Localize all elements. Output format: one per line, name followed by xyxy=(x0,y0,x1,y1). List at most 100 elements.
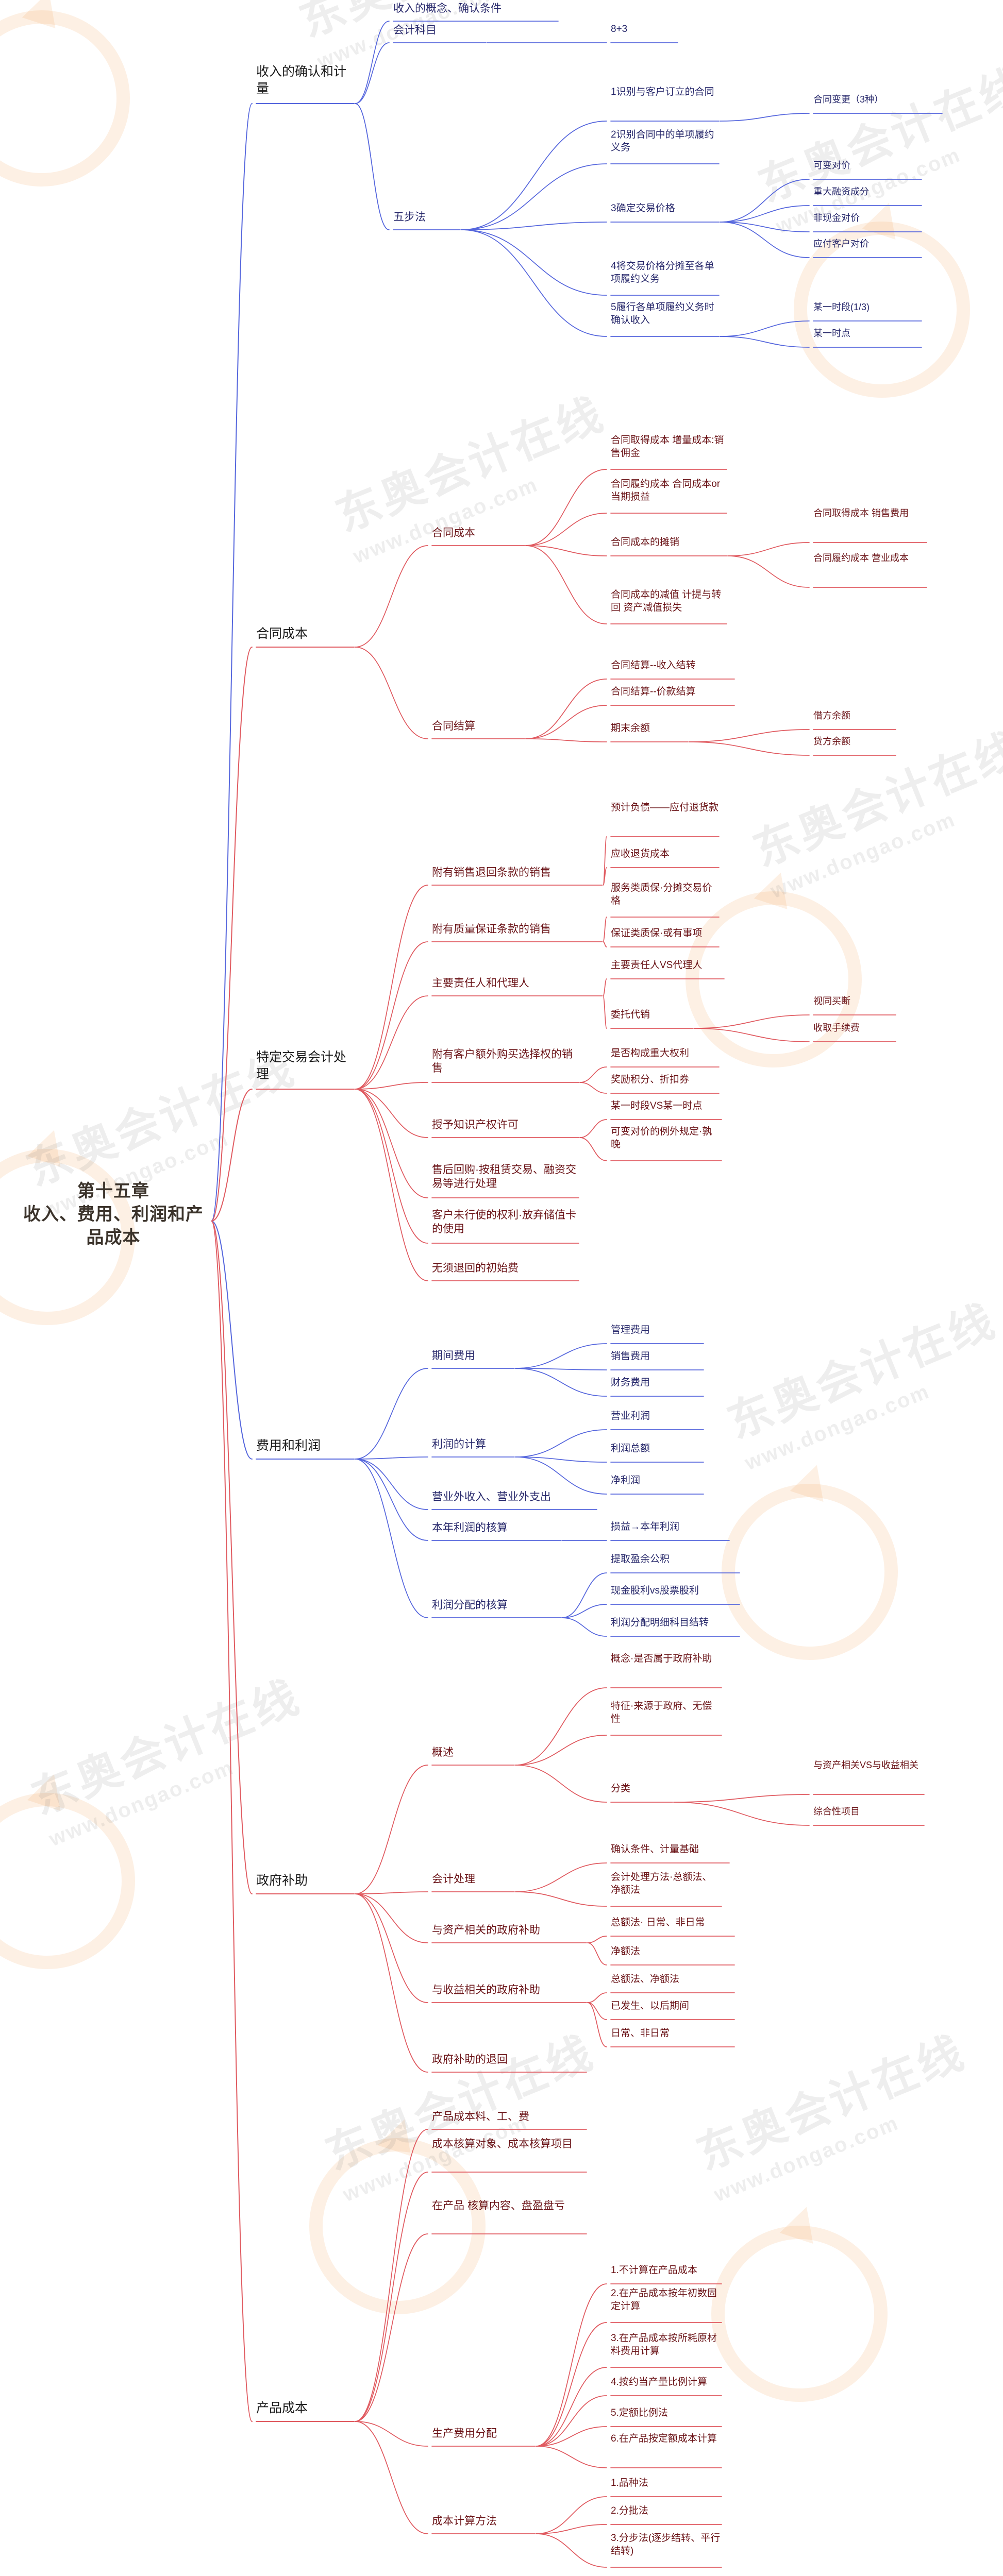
mindmap-node[interactable]: 非现金对价 xyxy=(813,212,922,224)
mindmap-node[interactable]: 本年利润的核算 xyxy=(432,1521,561,1535)
mindmap-node[interactable]: 合同成本的减值 计提与转回 资产减值损失 xyxy=(611,589,727,614)
mindmap-node[interactable]: 分类 xyxy=(611,1783,673,1795)
mindmap-node[interactable]: 某一时点 xyxy=(813,328,922,340)
mindmap-node[interactable]: 在产品 核算内容、盘盈盘亏 xyxy=(432,2199,587,2213)
mindmap-node[interactable]: 财务费用 xyxy=(611,1377,704,1389)
mindmap-node[interactable]: 2.在产品成本按年初数固定计算 xyxy=(611,2287,722,2313)
mindmap-node[interactable]: 8+3 xyxy=(611,23,678,36)
mindmap-node[interactable]: 附有销售退回条款的销售 xyxy=(432,866,602,879)
mindmap-node[interactable]: 附有客户额外购买选择权的销售 xyxy=(432,1047,579,1076)
mindmap-node[interactable]: 5履行各单项履约义务时确认收入 xyxy=(611,301,719,327)
mindmap-node[interactable]: 合同取得成本 销售费用 xyxy=(813,507,927,519)
mindmap-node[interactable]: 合同履约成本 合同成本or当期损益 xyxy=(611,478,727,503)
mindmap-node[interactable]: 无须退回的初始费 xyxy=(432,1261,579,1275)
mindmap-node[interactable]: 与收益相关的政府补助 xyxy=(432,1983,587,1997)
mindmap-node[interactable]: 损益→本年利润 xyxy=(611,1521,729,1534)
mindmap-node[interactable]: 成本计算方法 xyxy=(432,2514,535,2528)
mindmap-node[interactable]: 利润分配的核算 xyxy=(432,1598,561,1612)
mindmap-node[interactable]: 概念·是否属于政府补助 xyxy=(611,1653,722,1666)
mindmap-node[interactable]: 合同结算--价款结算 xyxy=(611,686,734,699)
mindmap-node[interactable]: 贷方余额 xyxy=(813,736,896,748)
mindmap-node[interactable]: 合同成本 xyxy=(432,526,525,540)
mindmap-node[interactable]: 是否构成重大权利 xyxy=(611,1047,719,1060)
mindmap-node[interactable]: 授予知识产权许可 xyxy=(432,1118,579,1132)
mindmap-node[interactable]: 营业外收入、营业外支出 xyxy=(432,1490,597,1504)
mindmap-node[interactable]: 5.定额比例法 xyxy=(611,2407,722,2420)
mindmap-node[interactable]: 特征·来源于政府、无偿性 xyxy=(611,1700,722,1725)
mindmap-node[interactable]: 可变对价 xyxy=(813,160,922,172)
mindmap-node[interactable]: 4.按约当产量比例计算 xyxy=(611,2376,722,2389)
mindmap-node[interactable]: 提取盈余公积 xyxy=(611,1553,740,1566)
mindmap-node[interactable]: 会计处理 xyxy=(432,1872,514,1886)
mindmap-node[interactable]: 客户未行使的权利·放弃储值卡的使用 xyxy=(432,1208,579,1236)
mindmap-node[interactable]: 与资产相关的政府补助 xyxy=(432,1923,587,1937)
mindmap-node[interactable]: 现金股利vs股票股利 xyxy=(611,1585,740,1598)
mindmap-node[interactable]: 服务类质保·分摊交易价格 xyxy=(611,882,719,907)
mindmap-node[interactable]: 销售费用 xyxy=(611,1350,704,1363)
mindmap-node[interactable]: 五步法 xyxy=(393,210,460,224)
mindmap-node[interactable]: 日常、非日常 xyxy=(611,2027,734,2040)
mindmap-node[interactable]: 产品成本 xyxy=(256,2400,354,2417)
mindmap-node[interactable]: 收入的确认和计量 xyxy=(256,63,354,97)
mindmap-node[interactable]: 成本核算对象、成本核算项目 xyxy=(432,2137,587,2151)
mindmap-node[interactable]: 预计负债——应付退货款 xyxy=(611,802,719,815)
mindmap-node[interactable]: 借方余额 xyxy=(813,710,896,722)
mindmap-node[interactable]: 利润总额 xyxy=(611,1443,704,1455)
mindmap-node[interactable]: 已发生、以后期间 xyxy=(611,2000,734,2013)
mindmap-node[interactable]: 合同履约成本 营业成本 xyxy=(813,552,927,564)
mindmap-node[interactable]: 收取手续费 xyxy=(813,1022,896,1034)
mindmap-node[interactable]: 营业利润 xyxy=(611,1410,704,1423)
mindmap-node[interactable]: 应收退货成本 xyxy=(611,848,719,861)
mindmap-node[interactable]: 可变对价的例外规定·孰晚 xyxy=(611,1126,722,1151)
mindmap-node[interactable]: 确认条件、计量基础 xyxy=(611,1843,729,1856)
mindmap-node[interactable]: 利润分配明细科目结转 xyxy=(611,1617,740,1630)
mindmap-node[interactable]: 委托代销 xyxy=(611,1009,693,1022)
mindmap-node[interactable]: 2.分批法 xyxy=(611,2505,722,2518)
mindmap-node[interactable]: 某一时段VS某一时点 xyxy=(611,1100,722,1113)
mindmap-node[interactable]: 1.品种法 xyxy=(611,2477,722,2490)
mindmap-node[interactable]: 费用和利润 xyxy=(256,1437,354,1454)
mindmap-node[interactable]: 售后回购·按租赁交易、融资交易等进行处理 xyxy=(432,1163,579,1191)
mindmap-node[interactable]: 期间费用 xyxy=(432,1349,514,1363)
mindmap-node[interactable]: 主要责任人VS代理人 xyxy=(611,959,724,972)
mindmap-node[interactable]: 合同结算--收入结转 xyxy=(611,659,734,672)
mindmap-node[interactable]: 产品成本料、工、费 xyxy=(432,2110,587,2124)
mindmap-node[interactable]: 奖励积分、折扣券 xyxy=(611,1074,719,1087)
mindmap-node[interactable]: 与资产相关VS与收益相关 xyxy=(813,1759,924,1771)
mindmap-node[interactable]: 6.在产品按定额成本计算 xyxy=(611,2433,722,2446)
mindmap-node[interactable]: 净额法 xyxy=(611,1945,734,1958)
mindmap-node[interactable]: 政府补助的退回 xyxy=(432,2053,587,2066)
mindmap-node[interactable]: 特定交易会计处理 xyxy=(256,1049,354,1082)
mindmap-node[interactable]: 收入的概念、确认条件 xyxy=(393,2,558,15)
mindmap-node[interactable]: 利润的计算 xyxy=(432,1437,514,1451)
mindmap-node[interactable]: 重大融资成分 xyxy=(813,186,922,198)
mindmap-node[interactable]: 生产费用分配 xyxy=(432,2427,535,2441)
mindmap-node[interactable]: 会计处理方法·总额法、净额法 xyxy=(611,1871,722,1896)
mindmap-node[interactable]: 管理费用 xyxy=(611,1324,704,1337)
mindmap-node[interactable]: 保证类质保·或有事项 xyxy=(611,927,719,940)
mindmap-node[interactable]: 净利润 xyxy=(611,1475,704,1487)
mindmap-node[interactable]: 附有质量保证条款的销售 xyxy=(432,922,602,936)
mindmap-node[interactable]: 合同结算 xyxy=(432,719,525,733)
mindmap-node[interactable]: 合同取得成本 增量成本:销售佣金 xyxy=(611,434,727,460)
mindmap-node[interactable]: 2识别合同中的单项履约义务 xyxy=(611,129,719,154)
mindmap-node[interactable]: 会计科目 xyxy=(393,23,486,37)
mindmap-node[interactable]: 3确定交易价格 xyxy=(611,202,719,215)
mindmap-node[interactable]: 应付客户对价 xyxy=(813,238,922,250)
mindmap-node[interactable]: 1识别与客户订立的合同 xyxy=(611,86,719,99)
mindmap-node[interactable]: 期末余额 xyxy=(611,722,688,735)
mindmap-node[interactable]: 概述 xyxy=(432,1745,514,1759)
mindmap-node[interactable]: 3.在产品成本按所耗原材料费用计算 xyxy=(611,2332,722,2358)
mindmap-node[interactable]: 某一时段(1/3) xyxy=(813,301,922,313)
root-node[interactable]: 第十五章 收入、费用、利润和产品成本 xyxy=(21,1180,206,1249)
mindmap-node[interactable]: 总额法、净额法 xyxy=(611,1973,734,1986)
mindmap-node[interactable]: 视同买断 xyxy=(813,995,896,1007)
mindmap-node[interactable]: 3.分步法(逐步结转、平行结转) xyxy=(611,2532,722,2557)
mindmap-node[interactable]: 合同变更（3种） xyxy=(813,94,942,106)
mindmap-node[interactable]: 主要责任人和代理人 xyxy=(432,976,602,990)
mindmap-node[interactable]: 合同成本 xyxy=(256,625,354,642)
mindmap-node[interactable]: 政府补助 xyxy=(256,1872,354,1889)
mindmap-node[interactable]: 4将交易价格分摊至各单项履约义务 xyxy=(611,260,719,285)
mindmap-node[interactable]: 总额法· 日常、非日常 xyxy=(611,1917,734,1929)
mindmap-node[interactable]: 1.不计算在产品成本 xyxy=(611,2264,722,2277)
